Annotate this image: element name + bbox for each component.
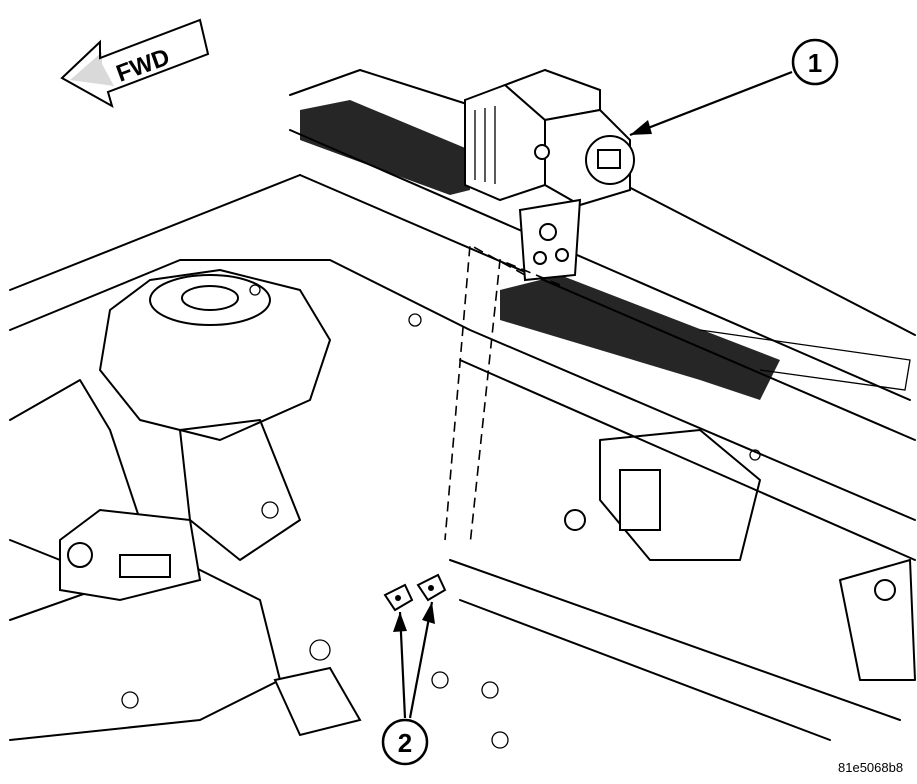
callout-1-number: 1	[808, 48, 822, 78]
splash-shield	[273, 666, 362, 737]
engine-mount	[59, 508, 202, 602]
install-guide-lines	[444, 243, 561, 546]
callout-2-number: 2	[398, 728, 412, 758]
cowl-vent-grille-right	[500, 275, 911, 400]
shock-tower	[99, 269, 331, 441]
callout-2-circle	[381, 718, 429, 766]
fwd-arrow: FWD	[60, 18, 210, 109]
callout-1: 1	[629, 38, 839, 137]
mounting-holes	[121, 313, 761, 749]
figure-id: 81e5068b8	[838, 760, 903, 775]
strut-tower-right	[564, 429, 916, 681]
callout-1-circle	[791, 38, 839, 86]
cowl-vent-grille-left	[300, 100, 470, 195]
abs-module	[464, 68, 635, 282]
mounting-nuts	[383, 573, 447, 612]
callout-2: 2	[381, 601, 435, 766]
